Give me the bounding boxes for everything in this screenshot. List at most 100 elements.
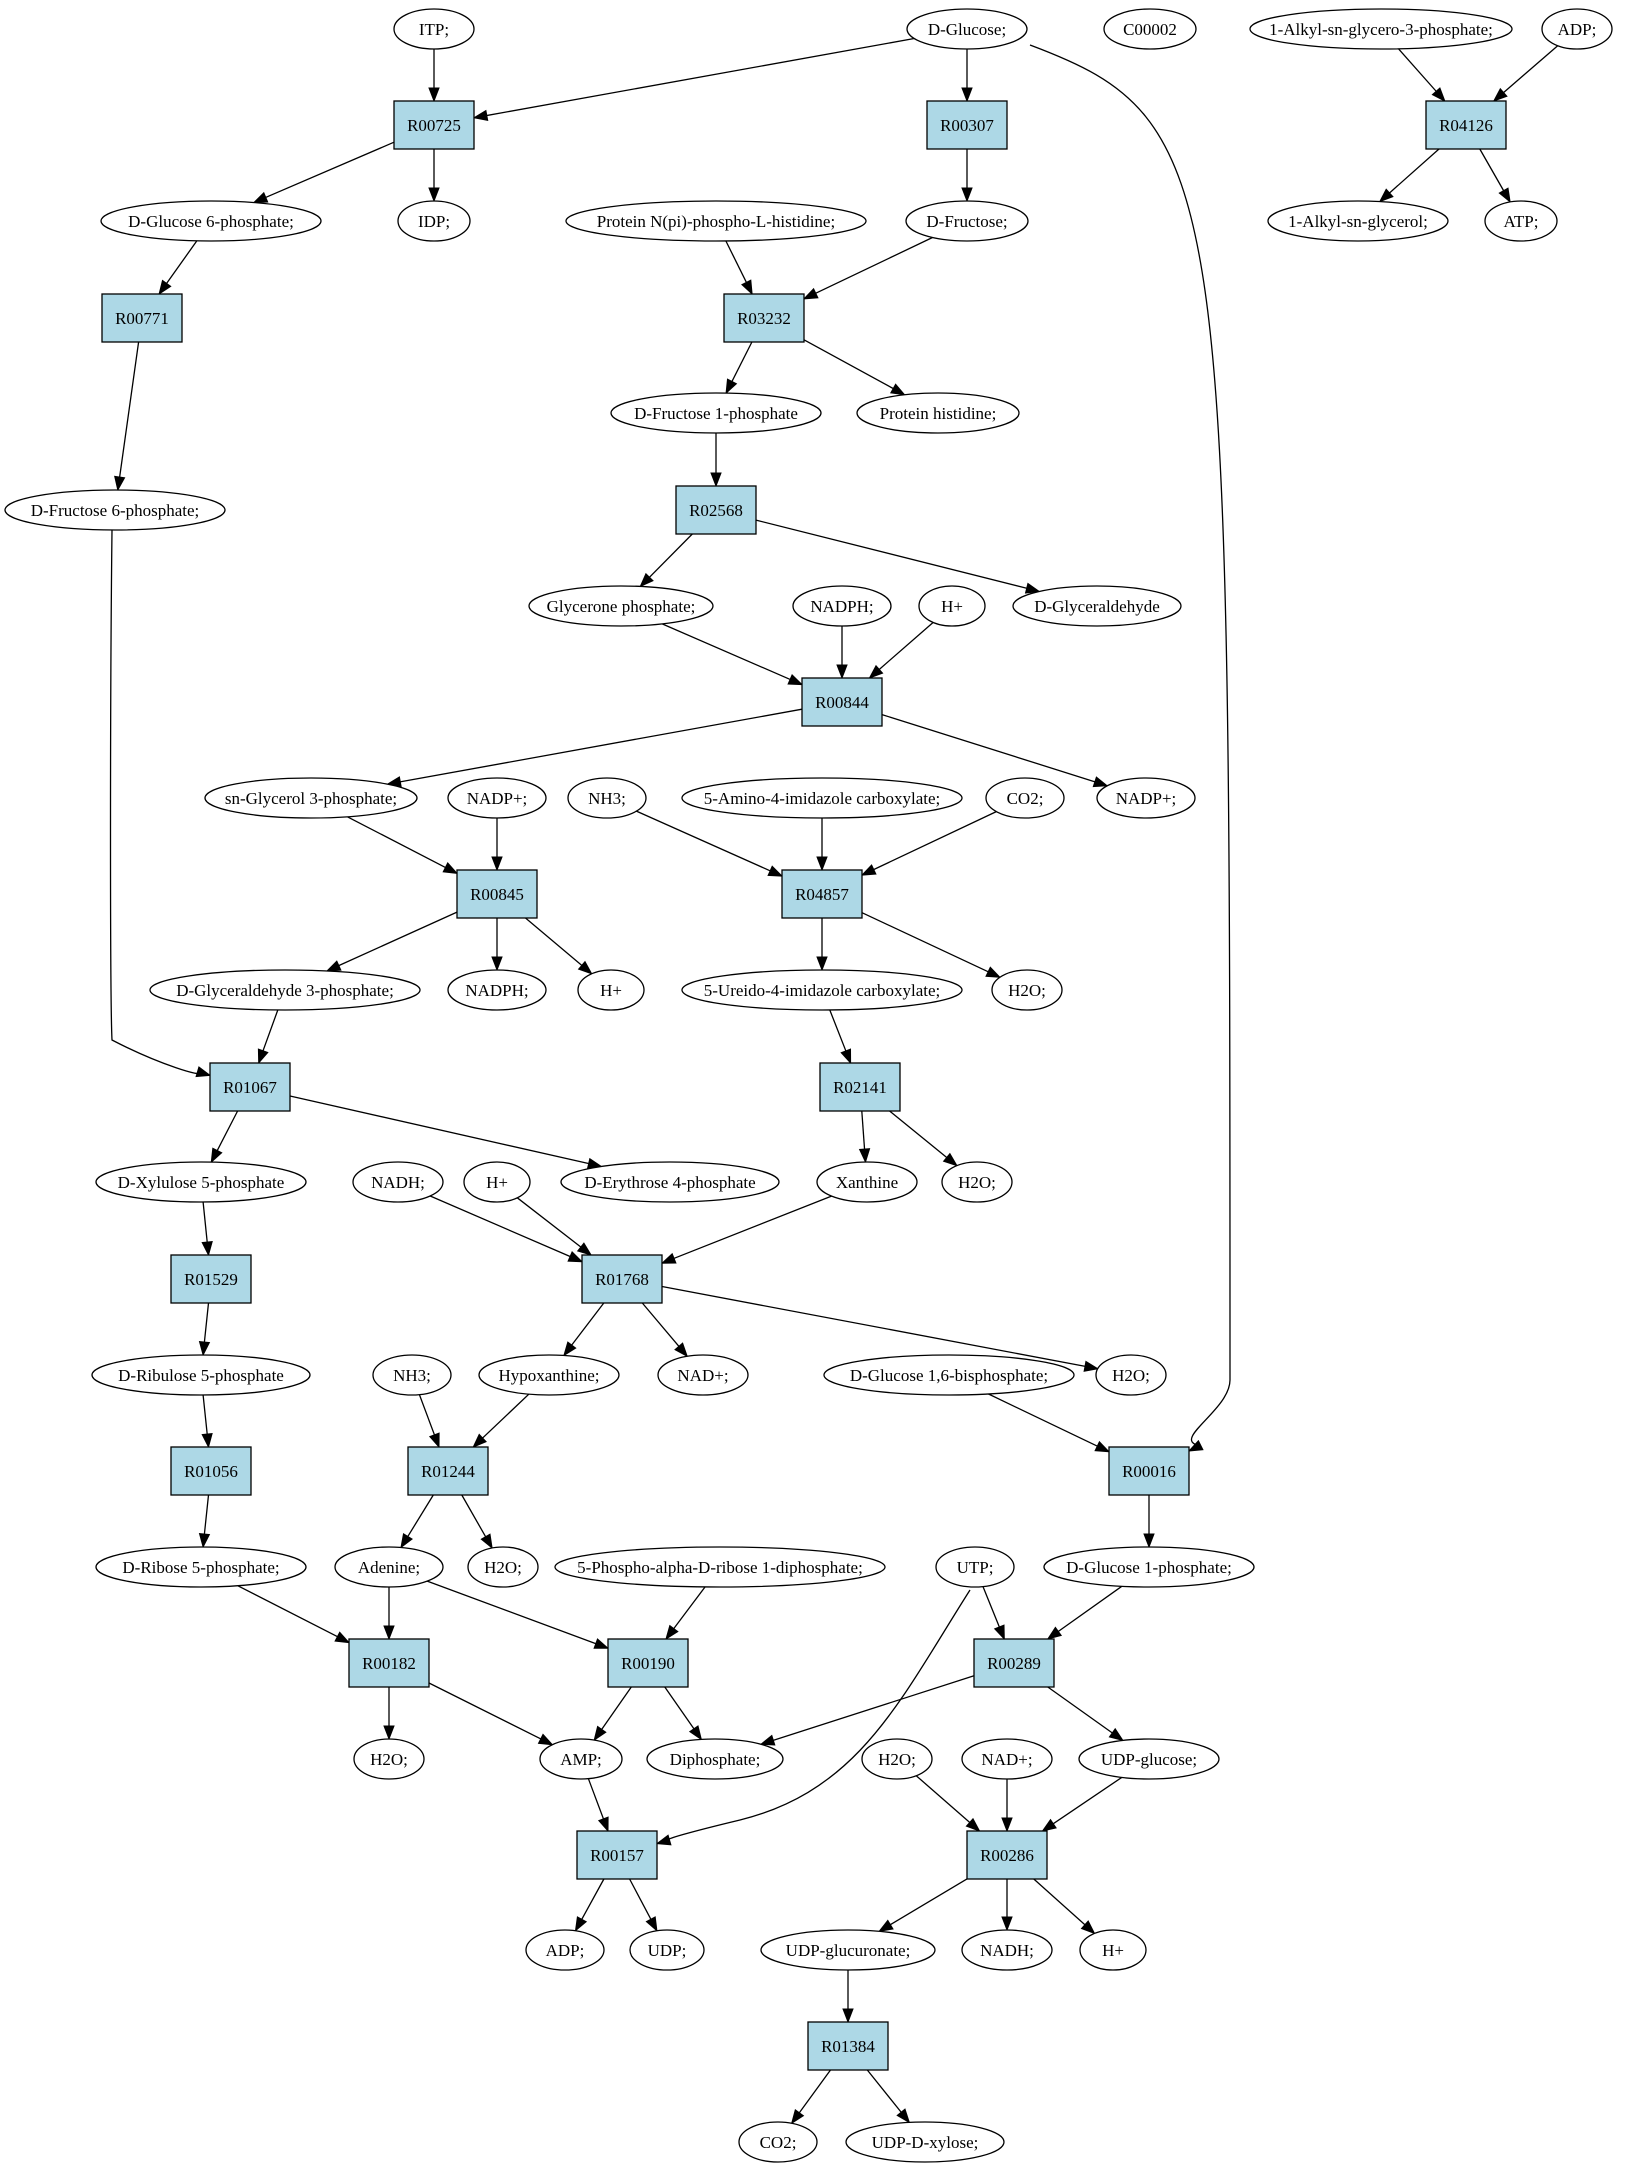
- reaction-node-r02568[interactable]: R02568: [675, 485, 757, 535]
- compound-node-1-alkyl-sn-glycerol[interactable]: 1-Alkyl-sn-glycerol;: [1267, 200, 1449, 242]
- compound-node-udp-d-xylose[interactable]: UDP-D-xylose;: [845, 2121, 1005, 2163]
- reaction-node-r00289[interactable]: R00289: [973, 1638, 1055, 1688]
- reaction-node-r02141[interactable]: R02141: [819, 1062, 901, 1112]
- compound-node-h[interactable]: H+: [918, 585, 986, 627]
- compound-node-d-xylulose-5-phosphate[interactable]: D-Xylulose 5-phosphate: [95, 1161, 307, 1203]
- compound-node-h[interactable]: H+: [577, 969, 645, 1011]
- compound-node-nh3[interactable]: NH3;: [372, 1354, 452, 1396]
- compound-node-co2[interactable]: CO2;: [985, 777, 1065, 819]
- compound-ellipse: [478, 1354, 620, 1396]
- compound-node-udp-glucuronate[interactable]: UDP-glucuronate;: [760, 1929, 936, 1971]
- compound-node-nad[interactable]: NAD+;: [657, 1354, 749, 1396]
- compound-node-c00002[interactable]: C00002: [1103, 8, 1197, 50]
- reaction-node-r01384[interactable]: R01384: [807, 2021, 889, 2071]
- compound-node-d-glucose-1-phosphate[interactable]: D-Glucose 1-phosphate;: [1043, 1546, 1255, 1588]
- edge-r01244-to-ade: [400, 1494, 434, 1549]
- compound-node-nh3[interactable]: NH3;: [567, 777, 647, 819]
- reaction-node-r01067[interactable]: R01067: [209, 1062, 291, 1112]
- compound-node-d-glyceraldehyde[interactable]: D-Glyceraldehyde: [1012, 585, 1182, 627]
- compound-node-adenine[interactable]: Adenine;: [334, 1546, 444, 1588]
- compound-node-udp[interactable]: UDP;: [629, 1929, 705, 1971]
- reaction-node-r04857[interactable]: R04857: [781, 869, 863, 919]
- reaction-node-r00845[interactable]: R00845: [456, 869, 538, 919]
- reaction-node-r00844[interactable]: R00844: [801, 677, 883, 727]
- reaction-node-r00771[interactable]: R00771: [101, 293, 183, 343]
- compound-ellipse: [961, 1929, 1053, 1971]
- compound-node-d-glucose-6-phosphate[interactable]: D-Glucose 6-phosphate;: [100, 200, 322, 242]
- reaction-node-r03232[interactable]: R03232: [723, 293, 805, 343]
- node-label: D-Glucose;: [928, 20, 1006, 39]
- compound-node-nadph[interactable]: NADPH;: [447, 969, 547, 1011]
- compound-ellipse: [393, 8, 475, 50]
- reaction-node-r01244[interactable]: R01244: [407, 1446, 489, 1496]
- reaction-node-r00157[interactable]: R00157: [576, 1830, 658, 1880]
- compound-node-5-amino-4-imidazole-carboxylate[interactable]: 5-Amino-4-imidazole carboxylate;: [681, 777, 963, 819]
- compound-node-diphosphate[interactable]: Diphosphate;: [646, 1738, 784, 1780]
- compound-node-1-alkyl-sn-glycero-3-phosphate[interactable]: 1-Alkyl-sn-glycero-3-phosphate;: [1249, 8, 1513, 50]
- compound-node-sn-glycerol-3-phosphate[interactable]: sn-Glycerol 3-phosphate;: [204, 777, 418, 819]
- edge-r00845-to-hp2: [525, 917, 593, 975]
- compound-node-atp[interactable]: ATP;: [1484, 200, 1558, 242]
- reaction-node-r00286[interactable]: R00286: [966, 1830, 1048, 1880]
- reaction-box: [675, 485, 757, 535]
- compound-node-h[interactable]: H+: [463, 1161, 531, 1203]
- compound-node-h2o[interactable]: H2O;: [1095, 1354, 1167, 1396]
- arrowhead-icon: [1108, 1727, 1125, 1742]
- compound-ellipse: [1012, 585, 1182, 627]
- compound-node-5-phospho-alpha-d-ribose-1-diphosphate[interactable]: 5-Phospho-alpha-D-ribose 1-diphosphate;: [554, 1546, 886, 1588]
- compound-node-d-erythrose-4-phosphate[interactable]: D-Erythrose 4-phosphate: [560, 1161, 780, 1203]
- compound-node-h[interactable]: H+: [1079, 1929, 1147, 1971]
- node-label: D-Glucose 1-phosphate;: [1066, 1558, 1232, 1577]
- arrowhead-icon: [816, 856, 828, 872]
- compound-node-d-glyceraldehyde-3-phosphate[interactable]: D-Glyceraldehyde 3-phosphate;: [149, 969, 421, 1011]
- compound-ellipse: [816, 1161, 918, 1203]
- compound-node-nadh[interactable]: NADH;: [352, 1161, 444, 1203]
- compound-node-nad[interactable]: NAD+;: [961, 1738, 1053, 1780]
- compound-node-nadph[interactable]: NADPH;: [792, 585, 892, 627]
- compound-node-h2o[interactable]: H2O;: [941, 1161, 1013, 1203]
- compound-node-nadp[interactable]: NADP+;: [1096, 777, 1196, 819]
- compound-node-glycerone-phosphate[interactable]: Glycerone phosphate;: [528, 585, 714, 627]
- node-label: NADH;: [980, 1941, 1034, 1960]
- reaction-node-r00016[interactable]: R00016: [1108, 1446, 1190, 1496]
- compound-node-idp[interactable]: IDP;: [397, 200, 471, 242]
- compound-node-utp[interactable]: UTP;: [935, 1546, 1015, 1588]
- compound-node-nadh[interactable]: NADH;: [961, 1929, 1053, 1971]
- compound-node-adp[interactable]: ADP;: [525, 1929, 605, 1971]
- compound-node-itp[interactable]: ITP;: [393, 8, 475, 50]
- compound-node-d-glucose[interactable]: D-Glucose;: [906, 8, 1028, 50]
- compound-node-protein-histidine[interactable]: Protein histidine;: [856, 392, 1020, 434]
- compound-node-protein-n-pi-phospho-l-histidine[interactable]: Protein N(pi)-phospho-L-histidine;: [565, 200, 867, 242]
- compound-node-d-fructose[interactable]: D-Fructose;: [905, 200, 1029, 242]
- compound-ellipse: [681, 777, 963, 819]
- compound-node-d-ribose-5-phosphate[interactable]: D-Ribose 5-phosphate;: [95, 1546, 307, 1588]
- reaction-node-r00725[interactable]: R00725: [393, 100, 475, 150]
- compound-node-nadp[interactable]: NADP+;: [447, 777, 547, 819]
- reaction-node-r00307[interactable]: R00307: [926, 100, 1008, 150]
- reaction-node-r04126[interactable]: R04126: [1425, 100, 1507, 150]
- reaction-node-r00190[interactable]: R00190: [607, 1638, 689, 1688]
- compound-node-hypoxanthine[interactable]: Hypoxanthine;: [478, 1354, 620, 1396]
- arrowhead-icon: [1001, 1817, 1013, 1833]
- compound-node-d-fructose-6-phosphate[interactable]: D-Fructose 6-phosphate;: [4, 489, 226, 531]
- arrowhead-icon: [198, 1533, 211, 1549]
- compound-node-udp-glucose[interactable]: UDP-glucose;: [1078, 1738, 1220, 1780]
- compound-node-d-fructose-1-phosphate[interactable]: D-Fructose 1-phosphate: [610, 392, 822, 434]
- compound-node-co2[interactable]: CO2;: [738, 2121, 818, 2163]
- compound-node-xanthine[interactable]: Xanthine: [816, 1161, 918, 1203]
- compound-node-h2o[interactable]: H2O;: [353, 1738, 425, 1780]
- compound-node-5-ureido-4-imidazole-carboxylate[interactable]: 5-Ureido-4-imidazole carboxylate;: [681, 969, 963, 1011]
- compound-node-h2o[interactable]: H2O;: [861, 1738, 933, 1780]
- compound-node-d-glucose-1-6-bisphosphate[interactable]: D-Glucose 1,6-bisphosphate;: [823, 1354, 1075, 1396]
- compound-node-adp[interactable]: ADP;: [1541, 8, 1613, 50]
- compound-node-h2o[interactable]: H2O;: [991, 969, 1063, 1011]
- compound-node-h2o[interactable]: H2O;: [467, 1546, 539, 1588]
- node-label: D-Fructose 6-phosphate;: [31, 501, 200, 520]
- compound-node-d-ribulose-5-phosphate[interactable]: D-Ribulose 5-phosphate: [91, 1354, 311, 1396]
- reaction-node-r01056[interactable]: R01056: [170, 1446, 252, 1496]
- reaction-node-r01529[interactable]: R01529: [170, 1254, 252, 1304]
- edge-line: [1388, 148, 1440, 195]
- reaction-node-r01768[interactable]: R01768: [581, 1254, 663, 1304]
- reaction-node-r00182[interactable]: R00182: [348, 1638, 430, 1688]
- compound-node-amp[interactable]: AMP;: [539, 1738, 623, 1780]
